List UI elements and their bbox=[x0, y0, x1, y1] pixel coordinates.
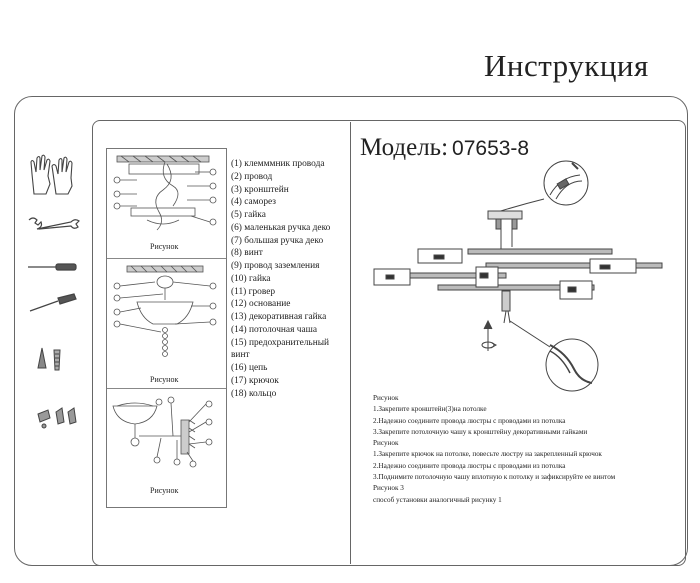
screw-anchor-icon bbox=[37, 347, 61, 371]
figure-2-caption: Рисунок bbox=[150, 375, 179, 384]
page-title: Инструкция bbox=[484, 48, 649, 83]
model-label: Модель: bbox=[360, 134, 449, 161]
model-number: 07653-8 bbox=[452, 137, 530, 160]
figure-2-diagram bbox=[113, 265, 217, 357]
fixture-diagram bbox=[373, 160, 663, 392]
instruction-line: Рисунок bbox=[373, 439, 399, 448]
parts-list-item: (16) цепь bbox=[231, 363, 268, 373]
figure-3-diagram bbox=[112, 396, 213, 468]
parts-list-item: (10) гайка bbox=[231, 273, 271, 284]
instruction-line: Рисунок 3 bbox=[373, 484, 404, 493]
instruction-line: 2.Надежно соедините провода люстры с про… bbox=[373, 416, 566, 425]
parts-list-item: (8) винт bbox=[231, 248, 263, 259]
gloves-icon bbox=[30, 154, 73, 195]
parts-list: (1) клемммник провода (2) провод (3) кро… bbox=[231, 158, 330, 400]
parts-list-item: (5) гайка bbox=[231, 210, 266, 220]
wrench-icon bbox=[28, 217, 80, 230]
instruction-line: 1.Закрепите крючок на потолке, повесьте … bbox=[373, 450, 602, 459]
parts-list-item: (9) провод заземления bbox=[231, 261, 320, 271]
parts-list-item: (13) декоративная гайка bbox=[231, 312, 327, 322]
wire-connector-icon bbox=[37, 407, 77, 429]
parts-list-item: (7) большая ручка деко bbox=[231, 235, 324, 246]
panel-divider bbox=[350, 122, 351, 564]
parts-list-item: (18) кольцо bbox=[231, 388, 277, 399]
screwdriver-phillips-icon bbox=[29, 293, 77, 312]
instruction-line: 1.Закрепите кронштейн(3)на потолке bbox=[373, 405, 487, 414]
screwdriver-flat-icon bbox=[28, 263, 77, 271]
instruction-line: 2.Надежно соедините провода люстры с про… bbox=[373, 461, 566, 470]
instruction-line: 3.Закрепите потолочную чашу к кронштейну… bbox=[373, 427, 588, 436]
parts-list-item: (1) клемммник провода bbox=[231, 159, 325, 169]
instruction-panel bbox=[92, 120, 686, 566]
figure-separator bbox=[107, 388, 226, 389]
parts-list-item: (3) кронштейн bbox=[231, 184, 289, 195]
installation-instructions: Рисунок 1.Закрепите кронштейн(3)на потол… bbox=[373, 393, 678, 506]
figure-separator bbox=[107, 258, 226, 259]
figure-1-caption: Рисунок bbox=[150, 242, 179, 251]
parts-list-item: (17) крючок bbox=[231, 375, 279, 386]
parts-list-item: (4) саморез bbox=[231, 197, 276, 208]
parts-list-item: (14) потолочная чаша bbox=[231, 324, 318, 335]
instruction-line: 3.Поднимите потолочную чашу вплотную к п… bbox=[373, 473, 616, 482]
parts-list-item: (15) предохранительный bbox=[231, 337, 330, 348]
parts-list-item: (11) гровер bbox=[231, 286, 276, 297]
parts-list-item: (2) провод bbox=[231, 171, 273, 182]
model-line: Модель:07653-8 bbox=[360, 134, 529, 162]
figure-column bbox=[106, 148, 227, 508]
instruction-line: способ установки аналогичный рисунку 1 bbox=[373, 495, 502, 504]
parts-list-item: винт bbox=[231, 350, 250, 361]
parts-list-item: (6) маленькая ручка деко bbox=[231, 222, 331, 233]
instruction-line: Рисунок bbox=[373, 394, 399, 402]
figure-1-diagram bbox=[113, 155, 217, 231]
parts-list-item: (12) основание bbox=[231, 299, 291, 310]
figure-3-caption: Рисунок bbox=[150, 486, 179, 495]
